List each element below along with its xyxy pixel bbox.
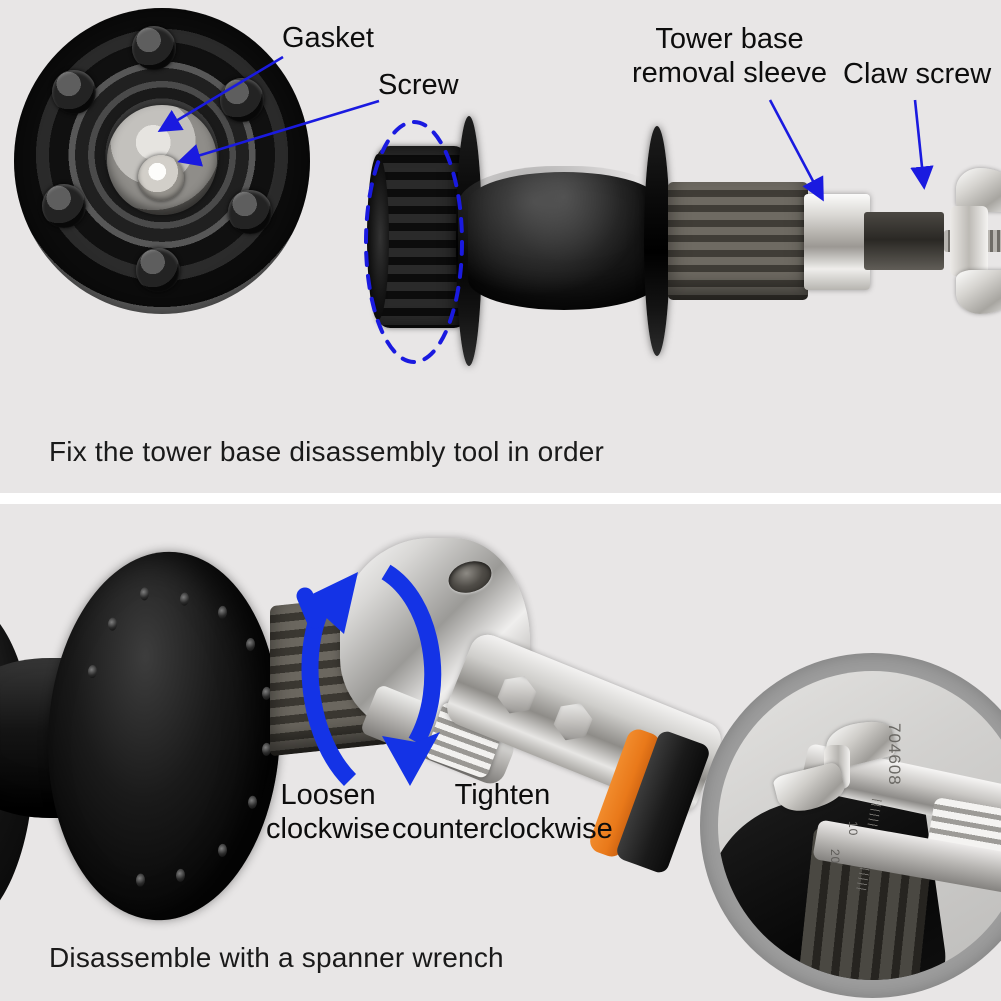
bolt-hole	[52, 70, 96, 114]
callout-label-screw: Screw	[378, 69, 459, 101]
bolt-hole	[220, 78, 264, 122]
caption-bottom-panel: Disassemble with a spanner wrench	[49, 942, 504, 973]
spoke-hole	[108, 617, 117, 631]
rotation-label-tighten-line1: Tighten	[454, 779, 551, 811]
callout-label-gasket: Gasket	[282, 22, 374, 54]
rotation-label-tighten: Tighten counterclockwise	[392, 778, 613, 846]
wing-nut-body	[950, 206, 988, 276]
screw-part	[138, 155, 184, 201]
adjustable-spanner-wrench	[330, 528, 730, 908]
spoke-hole	[248, 795, 257, 810]
wing-nut-lower-wing	[956, 270, 1001, 314]
wing-nut-upper-wing	[956, 168, 1001, 212]
spoke-hole	[140, 587, 149, 601]
bolt-hole	[132, 26, 176, 70]
inset-claw-screw	[770, 715, 910, 837]
panel-divider	[0, 493, 1001, 504]
hub-barrel	[458, 166, 670, 316]
spoke-hole	[88, 664, 97, 679]
bolt-hole	[42, 184, 86, 228]
hub-face-photo	[14, 8, 310, 314]
caption-top-panel: Fix the tower base disassembly tool in o…	[49, 436, 605, 467]
freehub-body	[668, 182, 808, 300]
spoke-hole	[176, 868, 185, 883]
rotation-label-loosen-line1: Loosen	[280, 779, 376, 811]
spoke-hole	[218, 843, 227, 858]
wrench-detail-inset-image: 704608 10 20	[718, 671, 1001, 980]
inset-model-number-text: 704608	[885, 723, 904, 786]
callout-label-tower-base-line2: removal sleeve	[632, 57, 828, 90]
bolt-hole	[136, 248, 180, 292]
bolt-hole	[228, 190, 272, 234]
chrome-collar	[804, 194, 870, 290]
callout-label-claw-screw: Claw screw	[843, 58, 992, 90]
inset-scale-mark-10: 10	[846, 821, 860, 837]
callout-label-tower-base-line1: Tower base	[655, 23, 804, 55]
rotation-label-loosen: Loosen clockwise	[266, 778, 390, 846]
dashed-highlight-ellipse	[364, 120, 464, 364]
hub-flange-right	[644, 126, 670, 356]
hub-large-photo	[0, 540, 360, 940]
tool-shaft	[864, 212, 944, 270]
handle-hex-cutout	[492, 669, 542, 720]
handle-hex-cutout	[548, 696, 598, 747]
inset-scale-mark-20: 20	[828, 849, 842, 865]
claw-screw-part	[930, 166, 1001, 318]
hub-flange-front	[48, 543, 280, 929]
callout-label-tower-base: Tower base removal sleeve	[632, 22, 827, 90]
inset-wing-lower	[772, 761, 848, 817]
panel-top: Gasket Screw Tower base removal sleeve C…	[0, 0, 1001, 493]
wrench-detail-inset: 704608 10 20	[700, 653, 1001, 998]
spoke-hole	[180, 592, 189, 606]
spoke-hole	[136, 873, 145, 887]
spoke-hole	[218, 605, 227, 620]
rotation-label-loosen-line2: clockwise	[266, 813, 391, 846]
spoke-hole	[246, 637, 255, 652]
rotation-label-tighten-line2: counterclockwise	[392, 813, 613, 846]
